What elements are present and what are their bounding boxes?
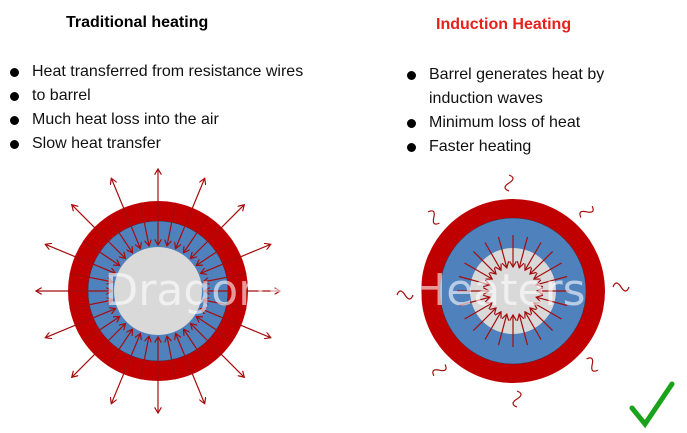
induction-heat-arrow (458, 275, 490, 285)
inward-heat-arrow (118, 329, 132, 350)
heat-loss-arrow (72, 205, 102, 235)
heat-loss-arrow (111, 178, 128, 218)
inward-heat-arrow (89, 276, 113, 282)
inward-heat-arrow (108, 241, 126, 259)
inward-heat-arrow (99, 317, 120, 331)
heater-segment (82, 329, 101, 342)
heater-segment (139, 202, 145, 223)
inward-heat-arrow (143, 222, 149, 246)
induction-heat-arrow (519, 314, 529, 346)
heater-segment (69, 304, 90, 310)
traditional-bullets: Heat transferred from resistance wires t… (8, 60, 368, 156)
induction-heat-arrow (472, 308, 496, 332)
induction-heat-arrow (484, 312, 501, 340)
heat-loss-arrow (45, 321, 85, 338)
induction-heat-arrow (534, 303, 562, 320)
induction-bullets: Barrel generates heat by induction waves… (405, 63, 645, 159)
inward-heat-arrow (184, 329, 198, 350)
heat-loss-arrow (231, 244, 271, 261)
inward-heat-arrow (203, 300, 227, 306)
induction-heat-arrow (536, 275, 568, 285)
induction-wave-icon (432, 364, 447, 377)
inward-heat-arrow (200, 263, 223, 273)
inward-heat-arrow (196, 317, 217, 331)
heater-segment (171, 202, 177, 223)
induction-heat-arrow (497, 314, 507, 346)
heat-loss-arrow (72, 347, 102, 378)
induction-wave-icon (504, 174, 514, 192)
inward-heat-arrow (176, 226, 186, 248)
bullet: Barrel generates heat by induction waves (405, 63, 645, 111)
material-core (114, 247, 202, 335)
induction-heat-arrow (484, 242, 501, 271)
bullet: Slow heat transfer (8, 132, 368, 156)
induction-heat-arrow (519, 236, 529, 268)
heater-segment (69, 272, 90, 278)
induction-heat-arrow (525, 242, 542, 271)
bullet: Minimum loss of heat (405, 111, 645, 135)
induction-wave-icon (586, 357, 599, 372)
check-mark-icon (629, 381, 675, 429)
inward-heat-arrow (143, 336, 149, 360)
induction-wave-icon (427, 210, 440, 225)
heater-segment (226, 272, 247, 278)
inward-heat-arrow (184, 232, 198, 253)
watermark: DragonPower Heaters (104, 265, 585, 316)
heater-segment (226, 304, 247, 310)
inward-heat-arrow (93, 309, 115, 319)
heater-segment (215, 329, 234, 342)
inward-heat-arrow (130, 333, 140, 356)
heat-loss-arrow (111, 364, 128, 404)
inward-heat-arrow (191, 241, 208, 259)
heater-segment (215, 240, 234, 253)
inward-heat-arrow (108, 324, 126, 341)
induction-title: Induction Heating (436, 16, 572, 33)
inward-heat-arrow (200, 309, 223, 319)
inward-heat-arrow (99, 251, 120, 265)
induction-wave-icon (512, 390, 522, 408)
inward-heat-arrow (118, 232, 132, 253)
heater-segment (107, 215, 120, 234)
induction-wave-icon (612, 282, 630, 292)
bullet: to barrel (8, 84, 368, 108)
heat-loss-arrow (214, 347, 245, 378)
induction-heat-arrow (530, 308, 554, 332)
heat-loss-arrow (188, 178, 205, 218)
induction-heat-arrow (472, 250, 496, 274)
induction-heat-arrow (497, 236, 507, 268)
heater-segment (196, 215, 209, 234)
heat-loss-arrow (214, 205, 245, 235)
induction-heat-arrow (464, 262, 493, 279)
induction-wave-icon (579, 205, 594, 218)
inward-heat-arrow (191, 324, 208, 341)
inward-heat-arrow (89, 300, 113, 306)
heat-loss-arrow (45, 244, 85, 261)
induction-heat-arrow (530, 250, 554, 274)
heat-loss-arrow (231, 321, 271, 338)
inward-heat-arrow (196, 251, 217, 265)
inward-heat-arrow (167, 336, 173, 360)
induction-heat-arrow (536, 297, 568, 307)
induction-heat-arrow (534, 262, 562, 279)
inward-heat-arrow (203, 276, 227, 282)
induction-heat-arrow (458, 297, 490, 307)
heater-segment (82, 240, 101, 253)
inward-heat-arrow (93, 263, 115, 273)
inward-heat-arrow (167, 222, 173, 246)
heater-segment (171, 359, 177, 380)
bullet: Heat transferred from resistance wires (8, 60, 368, 84)
inward-heat-arrow (130, 226, 140, 248)
heat-loss-arrow (188, 364, 205, 404)
heater-segment (107, 348, 120, 367)
bullet: Much heat loss into the air (8, 108, 368, 132)
inward-heat-arrow (176, 333, 186, 356)
heater-segment (196, 348, 209, 367)
induction-heat-arrow (525, 312, 542, 340)
heater-segment (139, 359, 145, 380)
induction-wave-icon (396, 290, 414, 300)
induction-heat-arrow (464, 303, 493, 320)
bullet: Faster heating (405, 135, 645, 159)
traditional-title: Traditional heating (66, 14, 209, 31)
